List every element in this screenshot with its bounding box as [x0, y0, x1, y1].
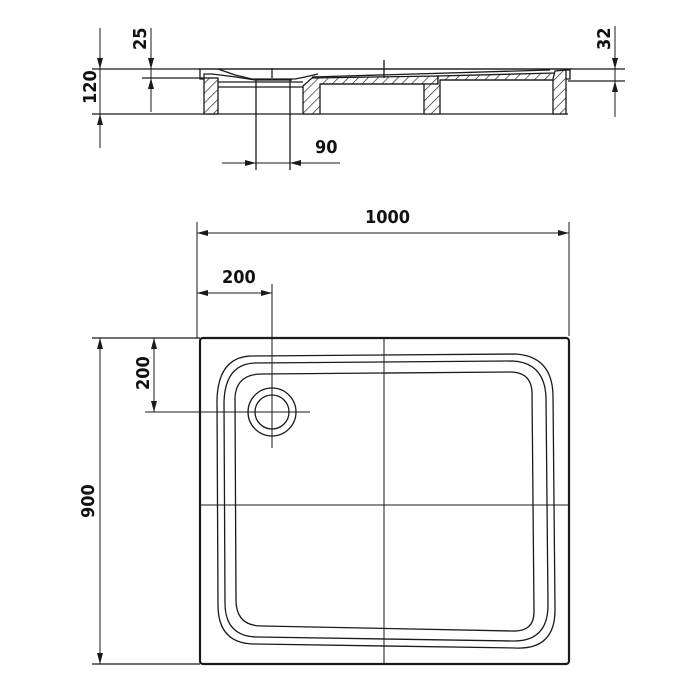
tray-inner-contour-outer: [216, 353, 556, 649]
tray-inner-contour-inner: [234, 371, 535, 632]
left-wall-section: [203, 77, 219, 115]
tray-inner-contour-middle: [223, 360, 549, 642]
dim-width: 1000: [365, 207, 410, 228]
dim-drain-offset-x: 200: [222, 267, 256, 288]
dim-rim-depth: 25: [130, 27, 151, 50]
dim-drain-diameter: 90: [315, 137, 338, 158]
dim-drain-offset-y: 200: [133, 356, 154, 390]
right-wall-section: [552, 69, 567, 115]
dim-total-height: 120: [80, 70, 101, 104]
dim-depth: 900: [78, 484, 99, 518]
section-view: 120 25 32 90: [80, 26, 625, 170]
plan-view: 1000 200 200 900: [78, 207, 571, 666]
mid-right-section: [423, 72, 556, 115]
dim-edge-height: 32: [594, 27, 615, 50]
mid-left-section: [302, 75, 439, 115]
